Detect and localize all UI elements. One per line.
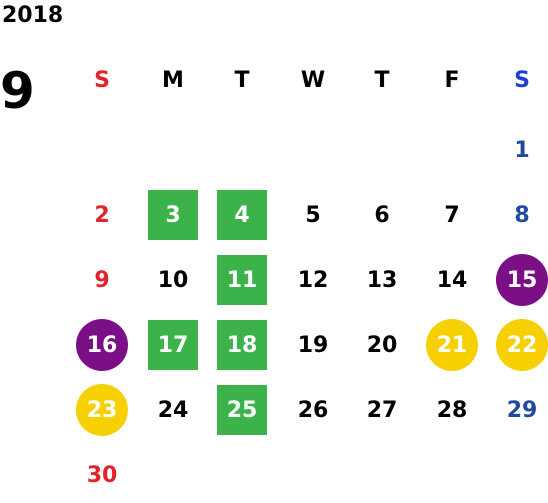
day-number: 24 — [157, 397, 189, 423]
day-number: 26 — [297, 397, 329, 423]
day-number: 2 — [94, 202, 110, 228]
day-number: 4 — [234, 202, 250, 228]
month-label: 9 — [0, 62, 35, 120]
year-label: 2018 — [2, 3, 64, 28]
day-number: 19 — [297, 332, 329, 358]
day-number: 18 — [226, 332, 258, 358]
day-cell-1[interactable]: 1 — [492, 130, 548, 170]
day-cell-22[interactable]: 22 — [492, 319, 548, 371]
day-number: 22 — [506, 332, 538, 358]
day-number: 15 — [506, 267, 538, 293]
day-cell-12[interactable]: 12 — [283, 260, 343, 300]
day-number: 10 — [157, 267, 189, 293]
day-cell-30[interactable]: 30 — [72, 455, 132, 495]
weekday-wed: W — [300, 67, 326, 93]
weekday-thu: T — [374, 67, 390, 93]
day-cell-11[interactable]: 11 — [212, 255, 272, 305]
day-cell-27[interactable]: 27 — [352, 390, 412, 430]
weekday-sun: S — [94, 67, 110, 93]
day-cell-14[interactable]: 14 — [422, 260, 482, 300]
day-number: 5 — [305, 202, 321, 228]
day-cell-8[interactable]: 8 — [492, 195, 548, 235]
weekday-mon: M — [162, 67, 184, 93]
day-cell-15[interactable]: 15 — [492, 254, 548, 306]
day-cell-21[interactable]: 21 — [422, 319, 482, 371]
day-cell-28[interactable]: 28 — [422, 390, 482, 430]
day-number: 25 — [226, 397, 258, 423]
weekday-fri: F — [444, 67, 460, 93]
day-cell-4[interactable]: 4 — [212, 190, 272, 240]
day-cell-24[interactable]: 24 — [143, 390, 203, 430]
day-cell-18[interactable]: 18 — [212, 320, 272, 370]
day-number: 28 — [436, 397, 468, 423]
day-number: 17 — [157, 332, 189, 358]
day-number: 13 — [366, 267, 398, 293]
day-number: 30 — [86, 462, 118, 488]
weekday-sat: S — [514, 67, 530, 93]
day-number: 6 — [374, 202, 390, 228]
day-number: 14 — [436, 267, 468, 293]
weekday-tue: T — [234, 67, 250, 93]
day-cell-7[interactable]: 7 — [422, 195, 482, 235]
day-number: 3 — [165, 202, 181, 228]
day-number: 27 — [366, 397, 398, 423]
day-cell-3[interactable]: 3 — [143, 190, 203, 240]
day-cell-17[interactable]: 17 — [143, 320, 203, 370]
day-number: 7 — [444, 202, 460, 228]
day-cell-2[interactable]: 2 — [72, 195, 132, 235]
day-cell-20[interactable]: 20 — [352, 325, 412, 365]
day-number: 11 — [226, 267, 258, 293]
day-number: 16 — [86, 332, 118, 358]
day-cell-10[interactable]: 10 — [143, 260, 203, 300]
day-number: 8 — [514, 202, 530, 228]
day-cell-29[interactable]: 29 — [492, 390, 548, 430]
day-number: 9 — [94, 267, 110, 293]
day-number: 12 — [297, 267, 329, 293]
day-cell-5[interactable]: 5 — [283, 195, 343, 235]
day-cell-13[interactable]: 13 — [352, 260, 412, 300]
day-cell-6[interactable]: 6 — [352, 195, 412, 235]
day-cell-26[interactable]: 26 — [283, 390, 343, 430]
day-number: 23 — [86, 397, 118, 423]
day-cell-16[interactable]: 16 — [72, 319, 132, 371]
day-number: 1 — [514, 137, 530, 163]
day-number: 29 — [506, 397, 538, 423]
day-cell-23[interactable]: 23 — [72, 384, 132, 436]
day-cell-19[interactable]: 19 — [283, 325, 343, 365]
day-number: 21 — [436, 332, 468, 358]
day-number: 20 — [366, 332, 398, 358]
day-cell-9[interactable]: 9 — [72, 260, 132, 300]
day-cell-25[interactable]: 25 — [212, 385, 272, 435]
